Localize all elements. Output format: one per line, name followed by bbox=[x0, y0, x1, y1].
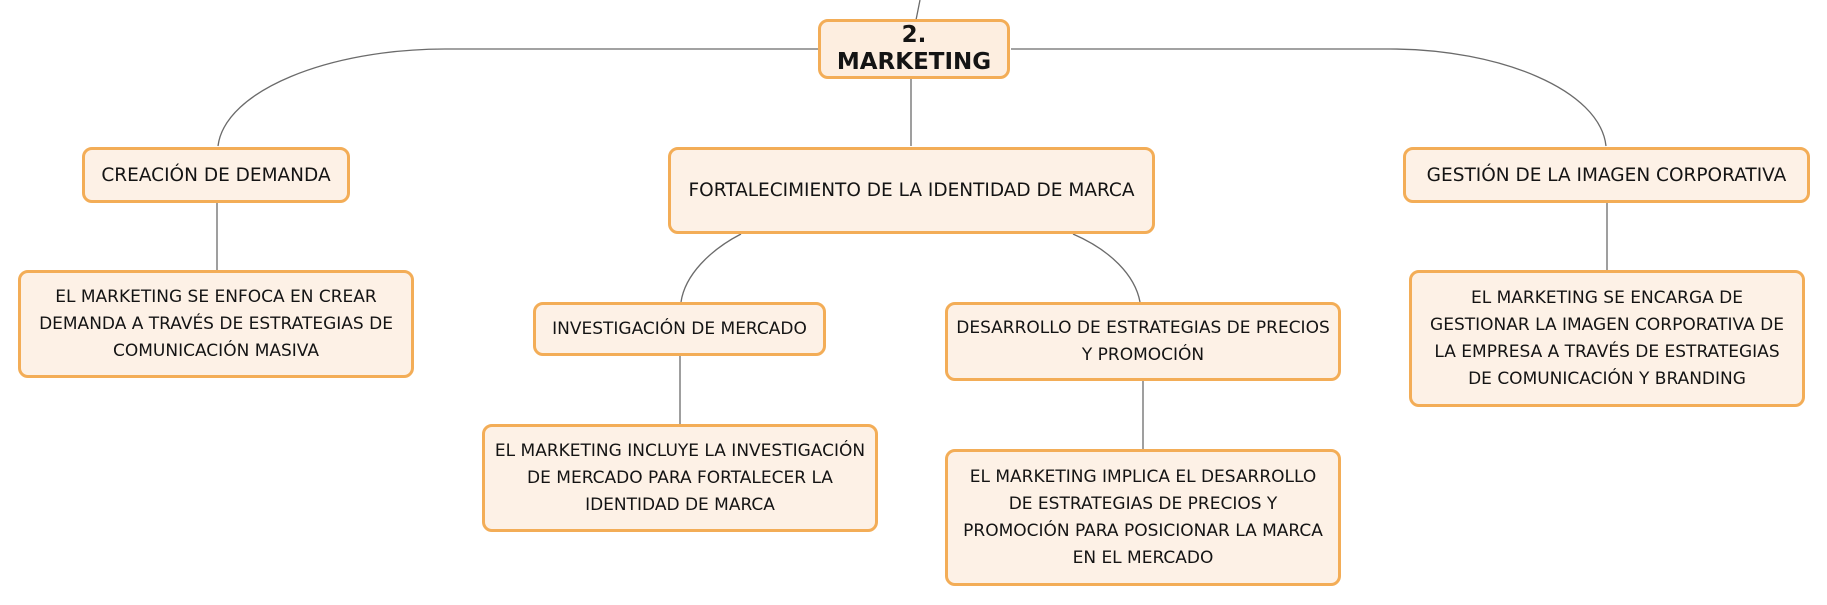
connector-identity-to-pricing bbox=[1072, 233, 1141, 303]
node-demanda-descripcion[interactable]: EL MARKETING SE ENFOCA EN CREAR DEMANDA … bbox=[18, 270, 414, 378]
connector-root-to-image bbox=[1011, 48, 1607, 147]
node-demanda-descripcion-text: EL MARKETING SE ENFOCA EN CREAR DEMANDA … bbox=[39, 286, 393, 361]
node-imagen-descripcion-text: EL MARKETING SE ENCARGA DE GESTIONAR LA … bbox=[1430, 287, 1784, 389]
node-creacion-demanda-label: CREACIÓN DE DEMANDA bbox=[101, 164, 331, 186]
connector-root-to-demand bbox=[217, 48, 821, 147]
node-investigacion-descripcion[interactable]: EL MARKETING INCLUYE LA INVESTIGACIÓN DE… bbox=[482, 424, 878, 532]
connector-identity-to-research bbox=[680, 233, 742, 303]
node-precios-promocion[interactable]: DESARROLLO DE ESTRATEGIAS DE PRECIOS Y P… bbox=[945, 302, 1341, 381]
node-imagen-descripcion[interactable]: EL MARKETING SE ENCARGA DE GESTIONAR LA … bbox=[1409, 270, 1805, 407]
node-investigacion-mercado-label: INVESTIGACIÓN DE MERCADO bbox=[552, 318, 807, 339]
connector-parent-to-root bbox=[915, 0, 921, 21]
node-identidad-marca[interactable]: FORTALECIMIENTO DE LA IDENTIDAD DE MARCA bbox=[668, 147, 1155, 234]
node-marketing-root-label: 2. MARKETING bbox=[836, 22, 992, 75]
node-imagen-corporativa[interactable]: GESTIÓN DE LA IMAGEN CORPORATIVA bbox=[1403, 147, 1810, 203]
node-precios-promocion-label: DESARROLLO DE ESTRATEGIAS DE PRECIOS Y P… bbox=[956, 317, 1330, 365]
node-marketing-root[interactable]: 2. MARKETING bbox=[818, 19, 1010, 79]
node-creacion-demanda[interactable]: CREACIÓN DE DEMANDA bbox=[82, 147, 350, 203]
node-precios-descripcion-text: EL MARKETING IMPLICA EL DESARROLLO DE ES… bbox=[963, 466, 1323, 568]
node-precios-descripcion[interactable]: EL MARKETING IMPLICA EL DESARROLLO DE ES… bbox=[945, 449, 1341, 586]
node-identidad-marca-label: FORTALECIMIENTO DE LA IDENTIDAD DE MARCA bbox=[688, 180, 1135, 201]
node-investigacion-mercado[interactable]: INVESTIGACIÓN DE MERCADO bbox=[533, 302, 826, 356]
node-investigacion-descripcion-text: EL MARKETING INCLUYE LA INVESTIGACIÓN DE… bbox=[494, 440, 866, 515]
node-imagen-corporativa-label: GESTIÓN DE LA IMAGEN CORPORATIVA bbox=[1426, 164, 1787, 186]
